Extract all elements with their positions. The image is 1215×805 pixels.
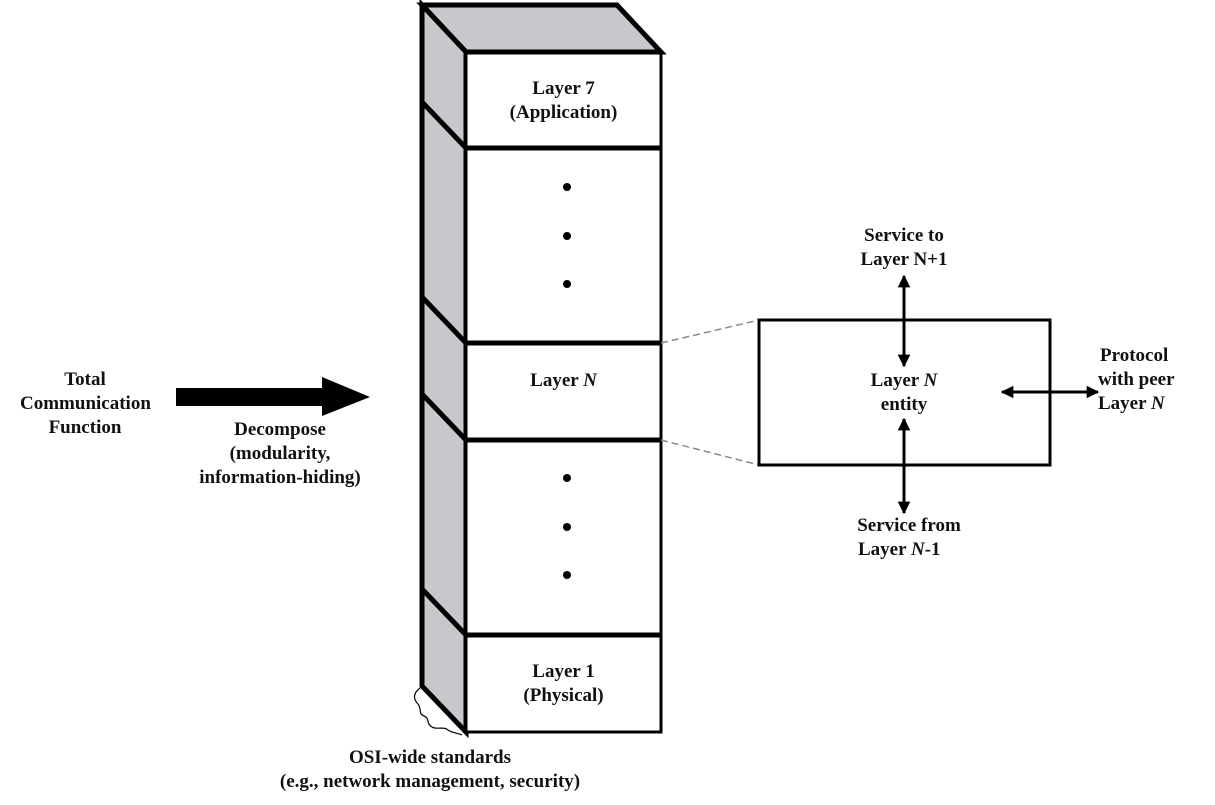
label-line: Protocol [1100, 345, 1169, 366]
label-line: (e.g., network management, security) [279, 771, 581, 792]
layer-7-box [464, 50, 663, 150]
label-line: (Application) [509, 102, 618, 123]
label-line: Communication [20, 393, 151, 414]
layer-7-label: Layer 7 (Application) [466, 77, 661, 125]
side-divider [420, 392, 468, 442]
label-line: Layer N [1098, 392, 1208, 416]
upper-ellipsis-box [464, 146, 663, 345]
stack-front [464, 50, 663, 734]
stack-side-face [419, 0, 469, 739]
label-line: Total [64, 369, 106, 390]
label-text: Layer [1098, 393, 1151, 414]
label-line: Decompose [234, 419, 326, 440]
zoom-connector-top [660, 319, 760, 344]
ellipsis-dots [563, 183, 571, 579]
side-face-dividers [420, 100, 468, 637]
decompose-arrow [176, 377, 370, 416]
label-line: Layer 7 [532, 78, 595, 99]
ellipsis-dot [563, 232, 571, 240]
label-line: Layer N [834, 369, 974, 393]
decompose-label: Decompose (modularity, information-hidin… [180, 418, 380, 490]
label-line: information-hiding) [199, 467, 361, 488]
label-line: Service to [864, 225, 944, 246]
osi-wide-standards-label: OSI-wide standards (e.g., network manage… [230, 746, 630, 794]
label-italic: N [583, 370, 597, 391]
zoom-connector-bottom [660, 439, 760, 466]
label-italic: N [1150, 393, 1165, 414]
label-text: Layer [530, 370, 584, 391]
side-divider [420, 587, 468, 637]
entity-name-label: Layer N entity [834, 369, 974, 417]
label-line: Function [48, 417, 122, 438]
label-line: OSI-wide standards [348, 747, 512, 768]
label-line: Service from [857, 515, 961, 536]
label-italic: N [923, 370, 938, 391]
label-text: Layer [858, 539, 911, 560]
layer-1-box [464, 633, 663, 734]
decompose-arrow-shaft [176, 388, 326, 406]
service-from-lower-label: Service from Layer N-1 [834, 514, 984, 562]
decompose-arrow-head [322, 377, 370, 416]
layer-separators [466, 49, 661, 638]
label-line: (Physical) [523, 685, 604, 706]
ellipsis-dot [563, 523, 571, 531]
layer-1-label: Layer 1 (Physical) [466, 660, 661, 708]
label-line: entity [880, 394, 928, 415]
label-line: Layer N+1 [860, 249, 948, 270]
zoom-connectors [660, 319, 760, 466]
ellipsis-dot [563, 280, 571, 288]
ellipsis-dot [563, 571, 571, 579]
lower-ellipsis-box [464, 438, 663, 637]
label-line: with peer [1098, 369, 1175, 390]
ellipsis-dot [563, 474, 571, 482]
label-text: Layer [870, 370, 924, 391]
label-text: -1 [924, 539, 941, 560]
peer-protocol-label: Protocol with peer Layer N [1098, 344, 1208, 416]
ellipsis-dot [563, 183, 571, 191]
service-to-upper-label: Service to Layer N+1 [834, 224, 974, 272]
label-line: Layer N-1 [834, 538, 984, 562]
side-brace [413, 687, 463, 736]
side-divider [420, 295, 468, 345]
label-italic: N [910, 539, 925, 560]
total-communication-function-label: Total Communication Function [20, 368, 151, 440]
label-line: (modularity, [229, 443, 331, 464]
label-line: Layer 1 [532, 661, 595, 682]
side-divider [420, 100, 468, 150]
layer-n-label: Layer N [466, 369, 661, 393]
